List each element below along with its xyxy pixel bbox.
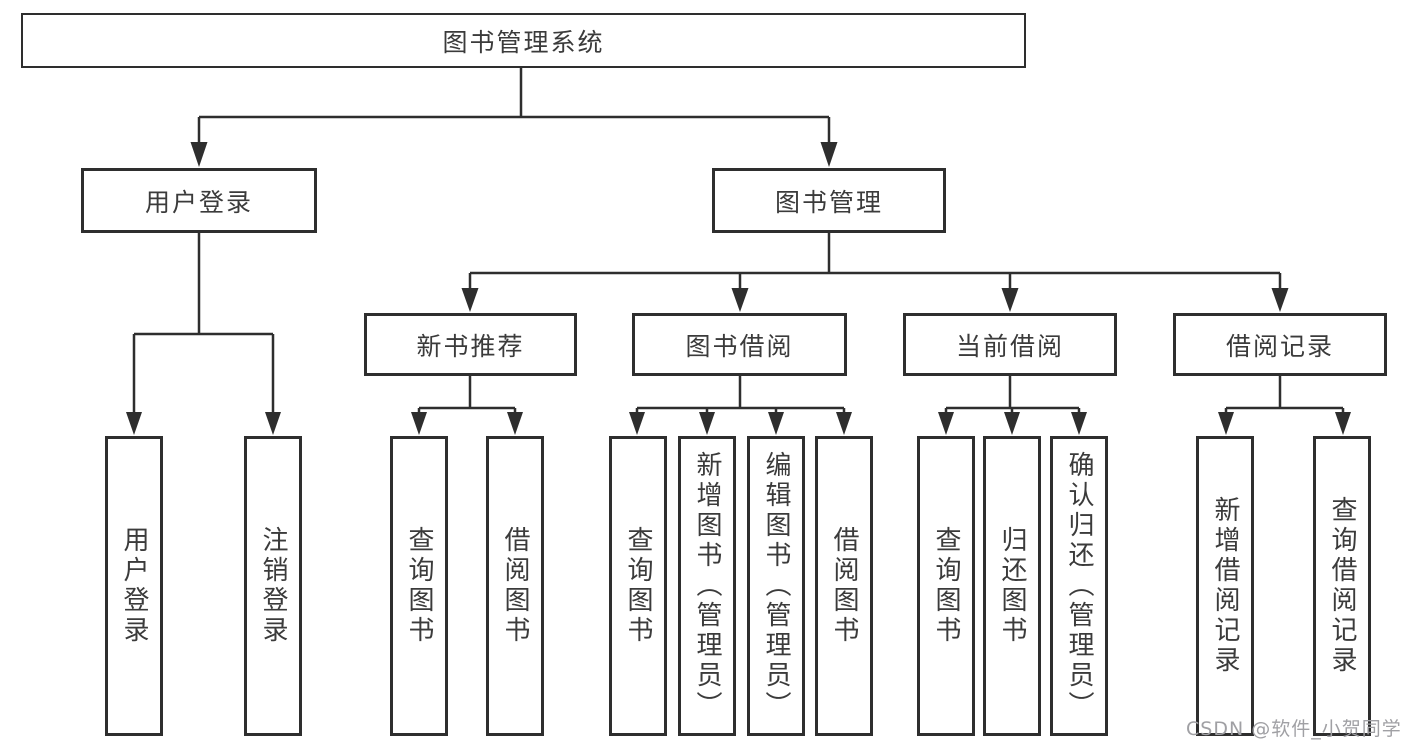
connector-lines [132, 67, 1345, 414]
node-borrowing-records: 借阅记录 [1173, 313, 1387, 376]
leaf-return-books: 归还图书 [983, 436, 1041, 736]
leaf-query-books-recommend: 查询图书 [390, 436, 448, 736]
leaf-edit-books-admin: 编辑图书（管理员） [747, 436, 805, 736]
leaf-user-login: 用户登录 [105, 436, 163, 736]
leaf-borrow-books: 借阅图书 [815, 436, 873, 736]
leaf-query-books-borrow: 查询图书 [609, 436, 667, 736]
node-book-borrowing: 图书借阅 [632, 313, 847, 376]
arrow-heads [126, 142, 1351, 435]
node-root: 图书管理系统 [21, 13, 1026, 68]
node-user-login: 用户登录 [81, 168, 317, 233]
csdn-watermark: CSDN @软件_小贺同学 [1186, 718, 1402, 740]
leaf-query-books-current: 查询图书 [917, 436, 975, 736]
leaf-add-books-admin: 新增图书（管理员） [678, 436, 736, 736]
node-new-book-recommend: 新书推荐 [364, 313, 577, 376]
leaf-confirm-return-admin: 确认归还（管理员） [1050, 436, 1108, 736]
leaf-borrow-books-recommend: 借阅图书 [486, 436, 544, 736]
leaf-query-borrow-record: 查询借阅记录 [1313, 436, 1371, 736]
node-book-management: 图书管理 [712, 168, 946, 233]
node-current-borrowing: 当前借阅 [903, 313, 1117, 376]
leaf-logout: 注销登录 [244, 436, 302, 736]
leaf-add-borrow-record: 新增借阅记录 [1196, 436, 1254, 736]
